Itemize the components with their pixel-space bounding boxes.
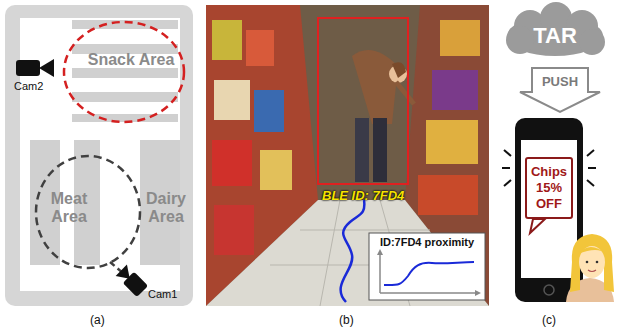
detection-box xyxy=(318,18,408,184)
node-text: ID:7FD4 proximity xyxy=(380,236,474,249)
node-text: Dairy Area xyxy=(140,190,192,226)
cloud-node: TAR xyxy=(512,18,598,54)
coverage-circle xyxy=(64,22,184,122)
product xyxy=(214,205,254,255)
camera-label: Cam1 xyxy=(148,288,177,300)
panel-label: (c) xyxy=(542,313,556,327)
push-arrow-node: PUSH xyxy=(533,70,587,92)
product xyxy=(212,20,242,60)
camera-icon xyxy=(116,265,149,298)
phone-button xyxy=(544,285,554,295)
shelf xyxy=(72,68,178,78)
tile-line xyxy=(320,200,340,306)
push-arrow xyxy=(520,68,600,112)
floor xyxy=(206,200,489,306)
shelf xyxy=(72,92,178,102)
product xyxy=(246,30,274,66)
product xyxy=(260,150,292,190)
product xyxy=(214,80,250,120)
product xyxy=(432,70,478,110)
panel-label: (a) xyxy=(90,313,105,327)
area-label-box: Snack Area xyxy=(86,34,176,86)
shopper xyxy=(352,50,414,182)
axis-arrow xyxy=(377,249,383,255)
tile-line xyxy=(300,230,430,231)
product xyxy=(212,140,252,186)
store-frame xyxy=(5,5,193,306)
camera-lens xyxy=(39,59,54,77)
camera-icon xyxy=(16,60,40,76)
cloud xyxy=(506,2,605,56)
product xyxy=(426,120,478,164)
x-axis xyxy=(380,292,478,294)
phone-screen xyxy=(521,140,577,278)
proximity-curve xyxy=(384,262,474,285)
inset-frame xyxy=(369,233,485,300)
area-label-box: Dairy Area xyxy=(140,186,192,230)
bubble-tail xyxy=(530,219,545,233)
speech-bubble: Chips 15% OFF xyxy=(525,157,573,219)
trajectory xyxy=(341,200,365,302)
axis-arrow xyxy=(475,290,481,296)
ble-id-label: BLE ID: 7FD4 xyxy=(322,188,404,203)
product xyxy=(254,90,284,132)
store-floor xyxy=(20,18,180,291)
node-text: Snack Area xyxy=(88,51,175,69)
node-text: Meat Area xyxy=(34,190,104,226)
node-text: Chips 15% OFF xyxy=(529,164,569,212)
node-text: TAR xyxy=(533,24,577,48)
photo-background xyxy=(206,5,489,306)
node-text: PUSH xyxy=(542,74,578,89)
area-label-box: Meat Area xyxy=(34,186,104,230)
product xyxy=(418,175,478,215)
y-axis xyxy=(379,252,381,293)
camera-label: Cam2 xyxy=(14,80,43,92)
product xyxy=(440,20,480,56)
panel-label: (b) xyxy=(339,313,354,327)
inset-box: ID:7FD4 proximity xyxy=(369,233,485,253)
user-avatar xyxy=(566,234,614,302)
